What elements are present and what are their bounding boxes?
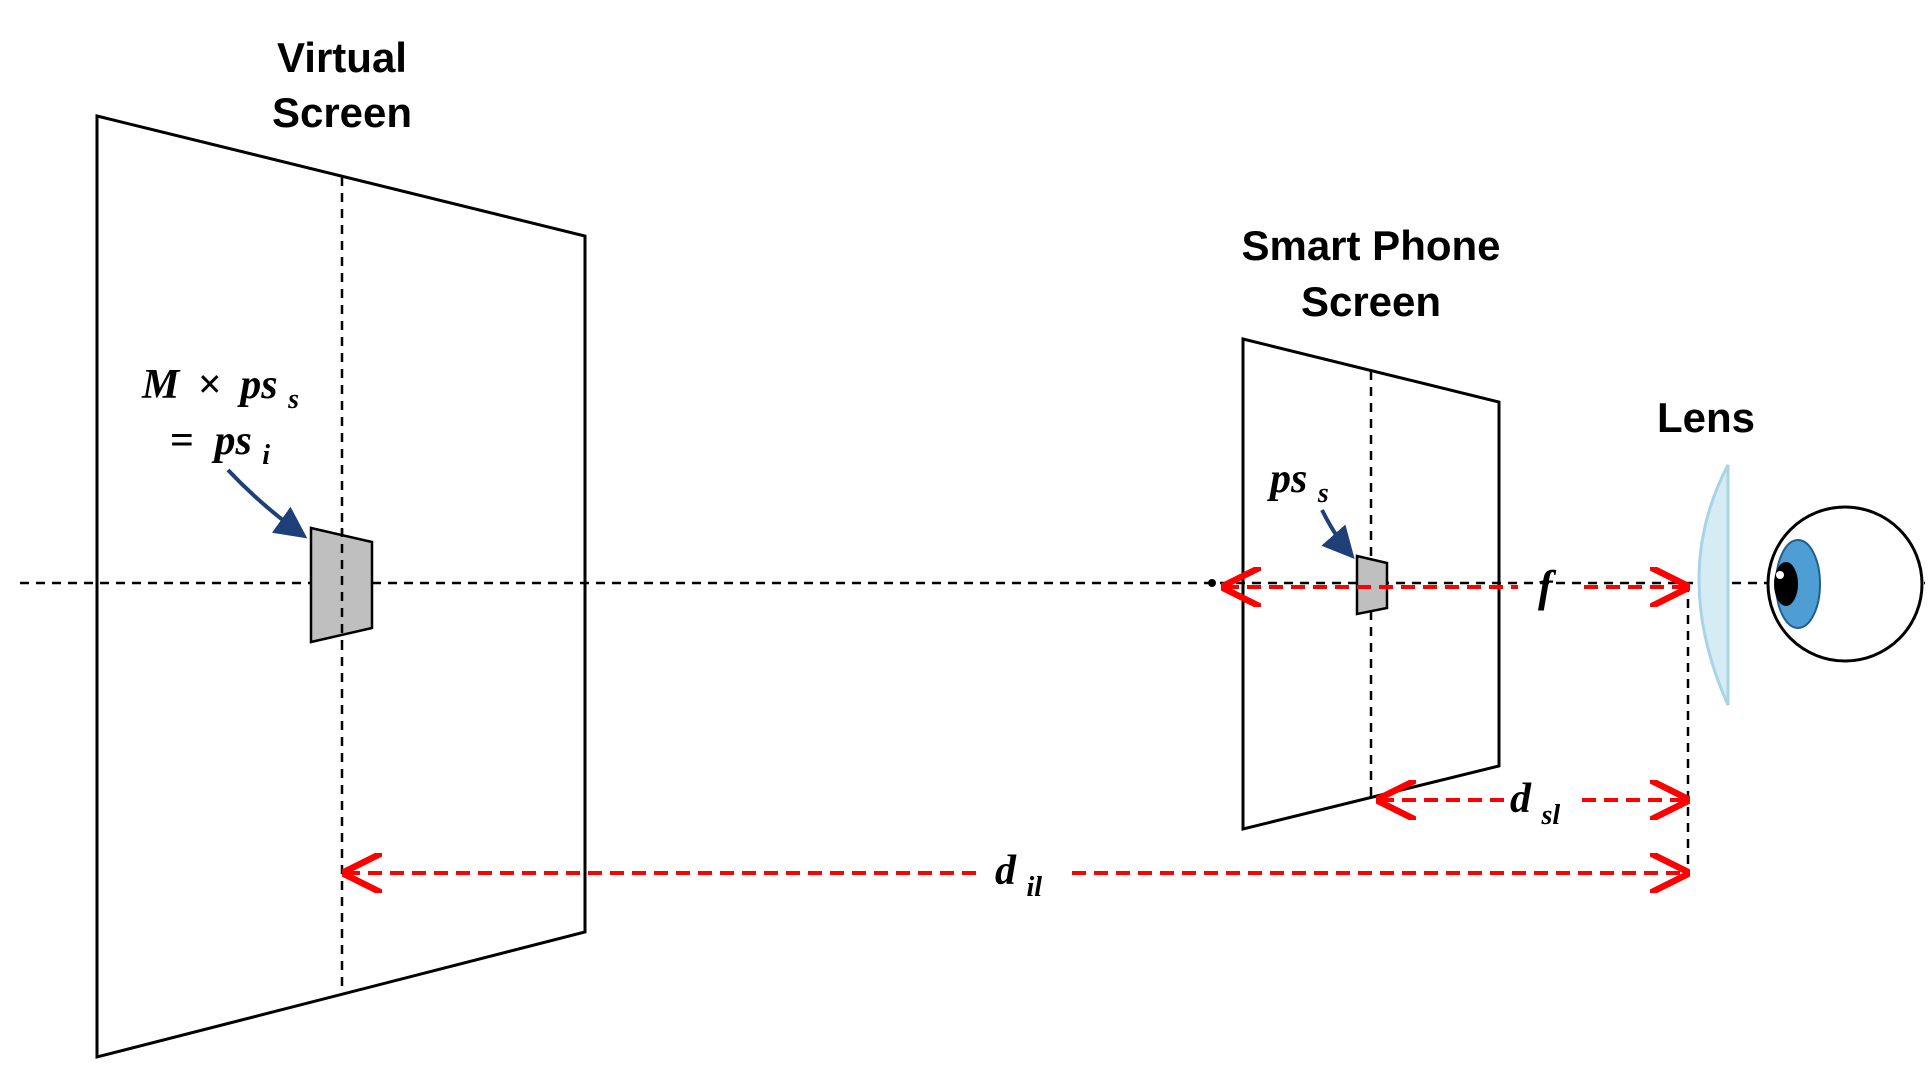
- math-dil-sub: il: [1027, 872, 1043, 903]
- virtual-pixel-formula-line1: M × ps s: [141, 362, 299, 415]
- virtual-screen-title-line2: Screen: [272, 89, 412, 136]
- virtual-pixel-pointer-arrow: [226, 468, 308, 539]
- math-phone-ps: ps: [1267, 456, 1307, 502]
- phone-pixel-formula: ps s: [1267, 456, 1329, 509]
- phone-pixel-pointer-arrow: [1320, 509, 1355, 559]
- virtual-screen-plane: [95, 114, 587, 1059]
- math-phone-sub-s: s: [1317, 478, 1329, 509]
- math-eq: =: [170, 418, 194, 464]
- math-sub-s: s: [287, 384, 299, 415]
- smartphone-pixel: [1355, 554, 1389, 616]
- focal-point: [1208, 579, 1216, 587]
- lens: [1697, 464, 1730, 706]
- eye-icon: [1766, 505, 1924, 663]
- math-ps: ps: [237, 362, 277, 408]
- math-dsl-sub: sl: [1541, 800, 1561, 831]
- smartphone-screen-plane: [1241, 337, 1501, 831]
- lens-label: Lens: [1657, 394, 1755, 441]
- math-dsl-d: d: [1510, 776, 1532, 822]
- math-sub-i: i: [262, 440, 270, 471]
- focal-length-label: f: [1538, 562, 1557, 611]
- smartphone-screen-title-line1: Smart Phone: [1241, 222, 1500, 269]
- math-dil-d: d: [995, 848, 1017, 894]
- math-times: ×: [198, 362, 222, 408]
- dil-label: d il: [995, 848, 1042, 903]
- smartphone-screen-title-line2: Screen: [1301, 278, 1441, 325]
- dsl-label: d sl: [1510, 776, 1560, 831]
- virtual-screen-title-line1: Virtual: [277, 34, 407, 81]
- math-ps2: ps: [211, 418, 251, 464]
- virtual-pixel-formula-line2: = ps i: [170, 418, 270, 471]
- math-M: M: [141, 362, 181, 408]
